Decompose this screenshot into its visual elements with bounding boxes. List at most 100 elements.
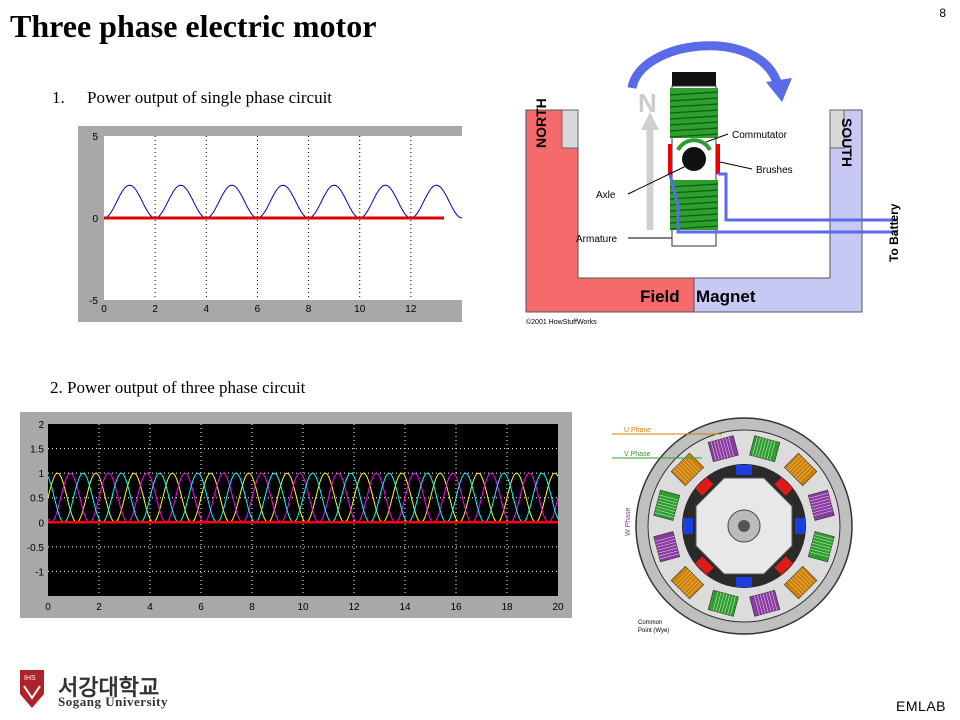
- brushes-label: Brushes: [756, 165, 793, 176]
- stator-coil: [749, 589, 781, 617]
- y-tick-label: 0: [38, 518, 44, 529]
- university-name-english: Sogang University: [58, 694, 168, 709]
- page-title: Three phase electric motor: [10, 8, 377, 44]
- v-phase-label: V Phase: [624, 451, 651, 458]
- y-tick-label: 1: [38, 469, 44, 480]
- x-tick-label: 16: [450, 602, 462, 613]
- stator-coil: [783, 565, 818, 600]
- x-tick-label: 6: [198, 602, 204, 613]
- university-name-korean: 서강대학교: [58, 676, 160, 701]
- magnet-label: Magnet: [696, 287, 756, 306]
- x-tick-label: 12: [348, 602, 360, 613]
- stator-diagram: U Phase V Phase W Phase Common Point (Wy…: [612, 417, 853, 635]
- common-point-label-2: Point (Wye): [638, 628, 669, 634]
- stator-coil: [670, 565, 705, 600]
- to-battery-label: To Battery: [887, 203, 901, 262]
- stator-coil: [783, 452, 818, 487]
- y-tick-label: 0: [92, 214, 98, 225]
- plot-area: [48, 424, 558, 596]
- shaft-center: [738, 520, 750, 532]
- rotor-magnet: [695, 477, 714, 496]
- x-tick-label: 14: [399, 602, 411, 613]
- x-tick-label: 20: [552, 602, 564, 613]
- list-item-three-phase: 2. Power output of three phase circuit: [50, 378, 306, 397]
- x-tick-label: 0: [45, 602, 51, 613]
- armature-top: [672, 72, 716, 86]
- stator-coil: [807, 489, 835, 521]
- crest-text: IHS: [24, 675, 36, 682]
- north-pole-face: [561, 109, 579, 149]
- north-magnet: [525, 109, 695, 313]
- n-letter: N: [638, 88, 657, 118]
- x-tick-label: 18: [501, 602, 513, 613]
- axle-label: Axle: [596, 190, 616, 201]
- series-line-phase-1: [47, 472, 559, 523]
- x-tick-label: 8: [249, 602, 255, 613]
- rotor-magnet: [795, 518, 805, 534]
- x-tick-label: 12: [405, 304, 417, 315]
- brushes-leader: [719, 161, 753, 170]
- stator-coil: [653, 531, 681, 563]
- series-line-phase-3: [47, 472, 559, 523]
- common-point-label-1: Common: [638, 620, 662, 626]
- u-phase-label: U Phase: [624, 427, 651, 434]
- x-tick-label: 10: [297, 602, 309, 613]
- three-phase-chart: 0 2 4 6 8 10 12 14 16 18 20 2 1.5 1 0.5 0 -0.5 -1: [20, 412, 572, 618]
- commutator-leader: [705, 133, 729, 143]
- stator-coil: [670, 452, 705, 487]
- list-item-text: Power output of single phase circuit: [87, 88, 333, 107]
- stator-coil: [749, 435, 781, 463]
- stator-coil: [653, 489, 681, 521]
- rotor-magnet: [774, 556, 793, 575]
- series-line-single-phase: [103, 184, 462, 219]
- field-label: Field: [640, 287, 680, 306]
- x-tick-label: 2: [152, 304, 158, 315]
- y-tick-label: 2: [38, 420, 44, 431]
- armature-label: Armature: [576, 234, 618, 245]
- x-tick-label: 4: [204, 304, 210, 315]
- x-tick-label: 6: [255, 304, 261, 315]
- y-tick-label: -0.5: [27, 543, 45, 554]
- rotation-arrowhead: [766, 78, 792, 102]
- y-tick-label: 1.5: [30, 445, 44, 456]
- x-tick-label: 2: [96, 602, 102, 613]
- commutator: [676, 138, 712, 152]
- rotor-magnet: [683, 518, 693, 534]
- rotor-magnet: [736, 465, 752, 475]
- axle-shaft: [682, 147, 706, 171]
- stator-coil: [707, 435, 739, 463]
- copyright-label: ©2001 HowStuffWorks: [526, 318, 597, 326]
- battery-wire-2: [668, 173, 898, 234]
- rotor-magnet: [736, 577, 752, 587]
- university-crest: IHS: [20, 670, 44, 708]
- x-tick-label: 4: [147, 602, 153, 613]
- list-item-single-phase: 1. Power output of single phase circuit: [52, 88, 332, 108]
- x-tick-label: 10: [354, 304, 366, 315]
- battery-wire-1: [718, 172, 898, 222]
- armature-coil-top: [669, 88, 719, 138]
- south-pole-face: [829, 109, 845, 149]
- page-number: 8: [939, 6, 946, 20]
- lab-footer: EMLAB: [896, 698, 946, 714]
- commutator-label: Commutator: [732, 130, 788, 141]
- y-tick-label: -5: [89, 296, 98, 307]
- x-tick-label: 8: [306, 304, 312, 315]
- x-tick-label: 0: [101, 304, 107, 315]
- list-item-number: 1.: [52, 88, 65, 107]
- field-arrowhead: [641, 112, 659, 130]
- stator-coil: [807, 531, 835, 563]
- stator-coil: [707, 589, 739, 617]
- axle-leader: [627, 165, 687, 195]
- south-label: SOUTH: [839, 118, 855, 167]
- y-tick-label: 0.5: [30, 494, 44, 505]
- dc-motor-diagram: NORTH SOUTH N Commutator Brushes Axle Ar…: [525, 41, 901, 326]
- rotor-magnet: [774, 477, 793, 496]
- north-label: NORTH: [533, 98, 549, 148]
- y-tick-label: -1: [35, 567, 44, 578]
- rotation-arrow: [627, 41, 783, 90]
- w-phase-label: W Phase: [625, 507, 632, 536]
- south-magnet: [693, 109, 863, 313]
- y-tick-label: 5: [92, 132, 98, 143]
- rotor-magnet: [695, 556, 714, 575]
